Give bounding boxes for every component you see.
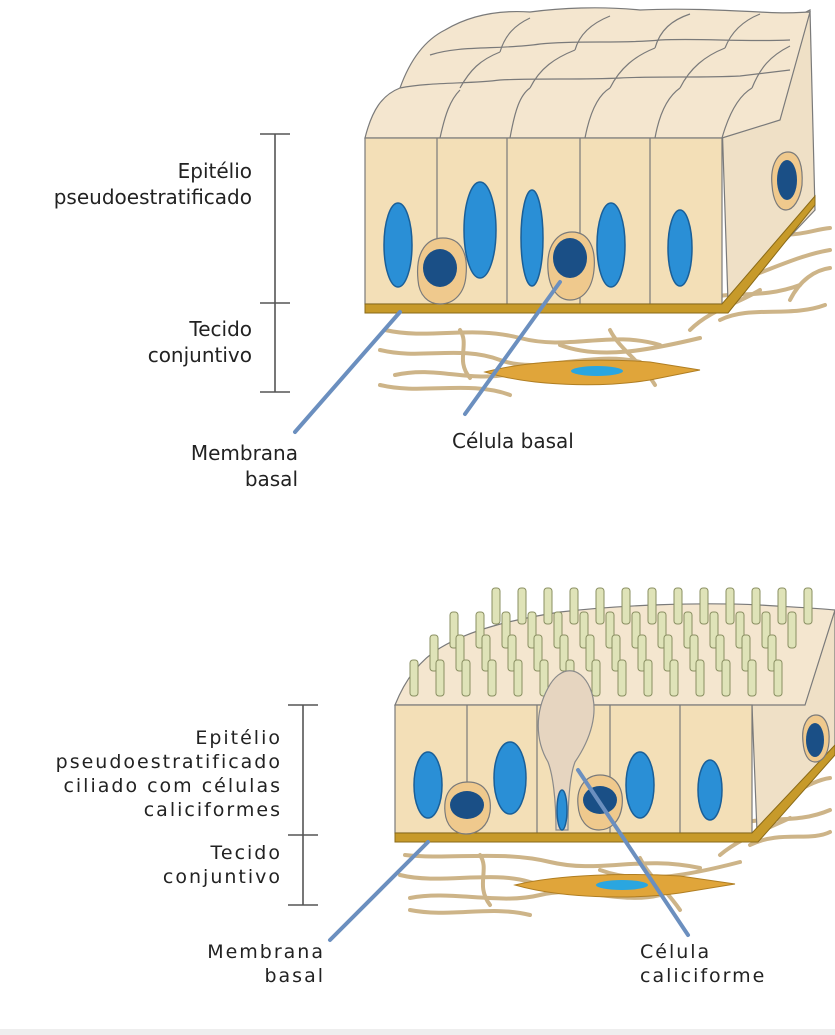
- top-basal-membrane: [364, 194, 816, 314]
- bottom-bracket: [288, 704, 318, 906]
- goblet-cell: [537, 670, 595, 831]
- cilium: [621, 587, 631, 625]
- cilium: [569, 587, 579, 625]
- bottom-connective-tissue-label: Tecido conjuntivo: [162, 842, 282, 888]
- top-pointers: [293, 280, 562, 434]
- cilium: [699, 587, 709, 625]
- cilium: [751, 587, 761, 625]
- cilium: [725, 587, 735, 625]
- top-apical-surface: [364, 7, 811, 139]
- cilium: [591, 659, 601, 697]
- top-basal-cell-label: Célula basal: [452, 429, 574, 453]
- bottom-goblet-cell-label: Célula caliciforme: [640, 941, 767, 987]
- cilium: [787, 611, 797, 649]
- footer-strip: [0, 1029, 835, 1035]
- cilium: [695, 659, 705, 697]
- top-nuclei: [383, 181, 693, 288]
- bottom-basal-membrane: [394, 744, 835, 843]
- bottom-epithelium-label: Epitélio pseudoestratificado ciliado com…: [55, 727, 282, 821]
- bottom-cilia: [409, 587, 813, 697]
- top-epithelium-label: Epitélio pseudoestratificado: [53, 159, 252, 209]
- cilium: [491, 587, 501, 625]
- cilium: [773, 659, 783, 697]
- cilium: [673, 587, 683, 625]
- cilium: [543, 587, 553, 625]
- cilium: [647, 587, 657, 625]
- top-bracket: [260, 133, 290, 393]
- cilium: [409, 659, 419, 697]
- top-fibroblast: [483, 359, 701, 386]
- bottom-nuclei: [413, 741, 723, 831]
- top-connective-tissue-label: Tecido conjuntivo: [147, 317, 252, 367]
- cilium: [777, 587, 787, 625]
- cilium: [487, 659, 497, 697]
- cilium: [747, 659, 757, 697]
- cilium: [617, 659, 627, 697]
- top-basal-membrane-label: Membrana basal: [190, 441, 298, 491]
- cilium: [643, 659, 653, 697]
- cilium: [595, 587, 605, 625]
- cilium: [513, 659, 523, 697]
- bottom-pointers: [328, 768, 690, 942]
- cilium: [461, 659, 471, 697]
- cilium: [669, 659, 679, 697]
- cilium: [803, 587, 813, 625]
- bottom-fibroblast: [513, 874, 736, 898]
- cilium: [721, 659, 731, 697]
- cilium: [517, 587, 527, 625]
- cilium: [435, 659, 445, 697]
- bottom-basal-membrane-label: Membrana basal: [207, 941, 325, 987]
